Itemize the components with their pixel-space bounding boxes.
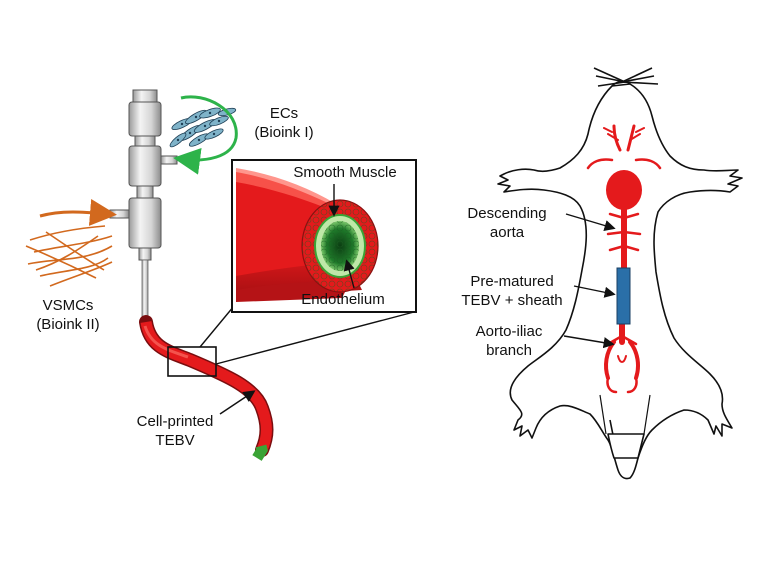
zoom-region-box (167, 346, 217, 377)
endothelium-pointer (343, 259, 355, 289)
ec-feed-arrow (173, 95, 238, 175)
descending-line1: Descending (467, 205, 547, 222)
aorto-label: Aorto-iliac branch (454, 322, 564, 360)
tebv-pointer-arrow (219, 390, 256, 415)
zoom-line-bottom (215, 311, 415, 365)
vsmcs-label: VSMCs (Bioink II) (20, 296, 116, 334)
cell-printed-line1: Cell-printed (136, 413, 214, 430)
aorto-line2: branch (486, 342, 532, 359)
prematured-line1: Pre-matured (470, 273, 554, 290)
descending-pointer (565, 213, 616, 231)
rat-graft-icon (616, 267, 631, 325)
endothelium-label: Endothelium (280, 290, 406, 309)
smooth-muscle-cells-icon (25, 225, 113, 287)
smooth-muscle-text: Smooth Muscle (293, 164, 397, 181)
endothelial-cells-icon (169, 107, 237, 148)
ecs-label-line1: ECs (269, 105, 299, 122)
printed-tebv-tube (139, 315, 274, 461)
prematured-line2: TEBV + sheath (461, 292, 563, 309)
vsmcs-label-line2: (Bioink II) (36, 316, 100, 333)
endothelium-text: Endothelium (301, 291, 385, 308)
cell-printed-line2: TEBV (155, 432, 195, 449)
aorto-pointer (563, 335, 615, 349)
vessel-cross-section-icon (236, 168, 379, 302)
ecs-label-line2: (Bioink I) (254, 124, 314, 141)
cell-printed-label: Cell-printed TEBV (110, 412, 240, 450)
zoom-line-top (199, 305, 235, 348)
prematured-label: Pre-matured TEBV + sheath (450, 272, 574, 310)
ecs-label: ECs (Bioink I) (236, 104, 332, 142)
printer-head-icon (109, 89, 178, 323)
prematured-pointer (573, 285, 616, 298)
descending-line2: aorta (489, 224, 525, 241)
vsmc-feed-arrow (39, 199, 117, 226)
vsmcs-label-line1: VSMCs (42, 297, 94, 314)
descending-label: Descending aorta (448, 204, 566, 242)
aorto-line1: Aorto-iliac (475, 323, 543, 340)
smooth-muscle-label: Smooth Muscle (276, 163, 414, 182)
rat-heart-icon (606, 170, 642, 210)
